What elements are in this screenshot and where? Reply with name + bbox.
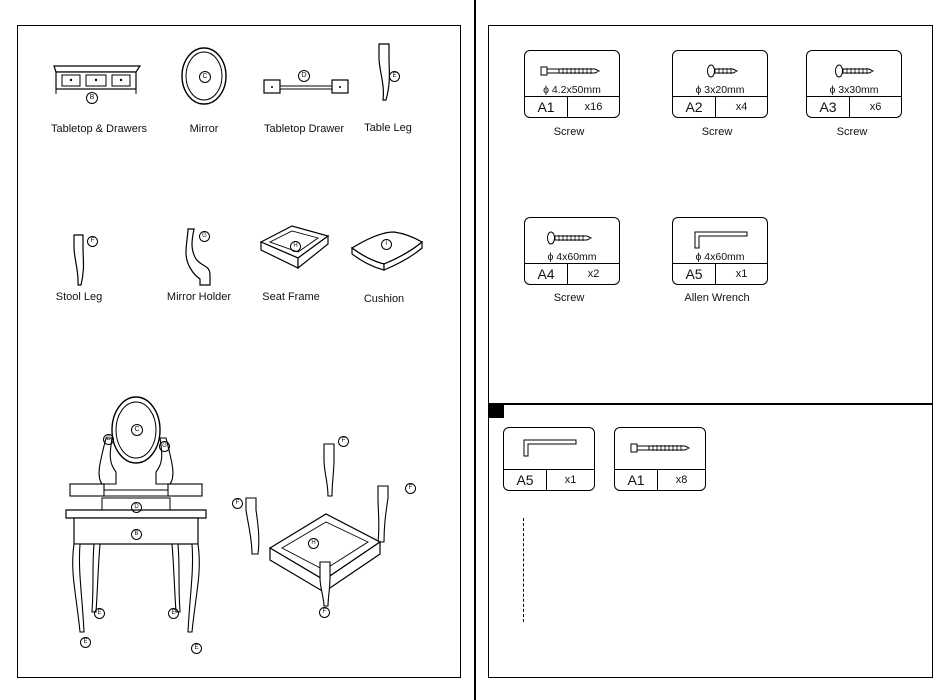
hardware-spec: ϕ 4x60mm: [673, 251, 767, 263]
dashed-guide-line: [523, 518, 524, 622]
screw-icon: [835, 64, 879, 78]
hardware-qty: x16: [568, 97, 619, 117]
part-label-mirror: Mirror: [190, 123, 219, 135]
part-letter-f: F: [87, 236, 98, 247]
hardware-qty: x4: [716, 97, 767, 117]
hardware-name-a5: Allen Wrench: [684, 292, 749, 304]
stool-letter-f-right: F: [405, 483, 416, 494]
hardware-qty: x6: [850, 97, 901, 117]
assembly-letter-e-1: E: [94, 608, 105, 619]
part-letter-i: I: [381, 239, 392, 250]
hardware-qty: x2: [568, 264, 619, 284]
cushion-drawing: [348, 228, 428, 273]
part-label-tabletop-drawers: Tabletop & Drawers: [51, 123, 147, 135]
assembly-letter-e-4: E: [191, 643, 202, 654]
assembly-letter-g-right: G: [159, 441, 170, 452]
stool-letter-f-left: F: [232, 498, 243, 509]
step-tool-qty: x1: [547, 470, 594, 490]
step-tool-code: A1: [615, 470, 658, 490]
hardware-name-a2: Screw: [702, 126, 733, 138]
allen-wrench-icon: [520, 436, 580, 458]
assembly-letter-b: B: [131, 529, 142, 540]
hardware-card-a1: ϕ 4.2x50mm A1 x16: [524, 50, 620, 118]
part-letter-c: C: [199, 71, 211, 83]
assembly-letter-e-3: E: [80, 637, 91, 648]
hardware-name-a3: Screw: [837, 126, 868, 138]
assembly-letter-g-left: G: [103, 434, 114, 445]
step-tool-card-a5: A5 x1: [503, 427, 595, 491]
hardware-card-a4: ϕ 4x60mm A4 x2: [524, 217, 620, 285]
right-page-frame: [488, 25, 933, 678]
part-letter-b: B: [86, 92, 98, 104]
part-label-table-leg: Table Leg: [364, 122, 412, 134]
hardware-name-a1: Screw: [554, 126, 585, 138]
exploded-stool-drawing: [240, 438, 390, 608]
stool-letter-f-top: F: [338, 436, 349, 447]
hardware-spec: ϕ 3x20mm: [673, 84, 767, 96]
hardware-code: A5: [673, 264, 716, 284]
right-page-divider: [488, 403, 933, 405]
stool-letter-f-bottom: F: [319, 607, 330, 618]
part-label-seat-frame: Seat Frame: [262, 291, 319, 303]
assembly-letter-c: C: [131, 424, 143, 436]
tabletop-drawers-drawing: [52, 62, 142, 112]
assembly-letter-e-2: E: [168, 608, 179, 619]
hardware-spec: ϕ 4x60mm: [525, 251, 619, 263]
allen-wrench-icon: [691, 228, 751, 250]
assembly-letter-d: D: [131, 502, 142, 513]
step-tool-card-a1: A1 x8: [614, 427, 706, 491]
hardware-code: A2: [673, 97, 716, 117]
screw-icon: [547, 231, 595, 245]
step-marker: [489, 404, 504, 418]
part-letter-d: D: [298, 70, 310, 82]
screw-icon: [631, 442, 691, 454]
hardware-code: A4: [525, 264, 568, 284]
screw-icon: [541, 65, 601, 77]
step-tool-qty: x8: [658, 470, 705, 490]
part-letter-e: E: [389, 71, 400, 82]
part-letter-g: G: [199, 231, 210, 242]
hardware-spec: ϕ 3x30mm: [807, 84, 901, 96]
screw-icon: [707, 64, 747, 78]
hardware-code: A3: [807, 97, 850, 117]
step-tool-code: A5: [504, 470, 547, 490]
hardware-card-a5: ϕ 4x60mm A5 x1: [672, 217, 768, 285]
hardware-card-a2: ϕ 3x20mm A2 x4: [672, 50, 768, 118]
hardware-code: A1: [525, 97, 568, 117]
stool-letter-h: H: [308, 538, 319, 549]
part-label-stool-leg: Stool Leg: [56, 291, 102, 303]
part-letter-h: H: [290, 241, 301, 252]
hardware-card-a3: ϕ 3x30mm A3 x6: [806, 50, 902, 118]
hardware-name-a4: Screw: [554, 292, 585, 304]
hardware-spec: ϕ 4.2x50mm: [525, 84, 619, 96]
page-fold-line: [474, 0, 476, 700]
part-label-mirror-holder: Mirror Holder: [167, 291, 231, 303]
part-label-cushion: Cushion: [364, 293, 404, 305]
part-label-tabletop-drawer: Tabletop Drawer: [264, 123, 344, 135]
hardware-qty: x1: [716, 264, 767, 284]
